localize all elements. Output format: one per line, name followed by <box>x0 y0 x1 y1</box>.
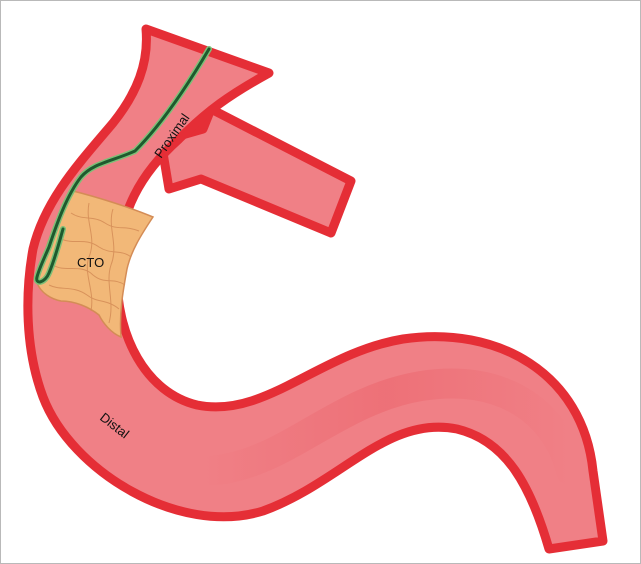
label-cto: CTO <box>77 255 104 270</box>
